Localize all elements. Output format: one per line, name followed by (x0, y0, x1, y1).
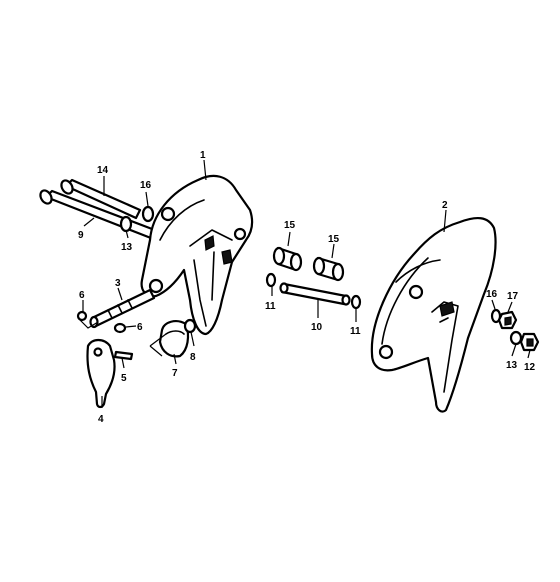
callout-13-right: 13 (506, 360, 518, 371)
callout-7: 7 (172, 368, 178, 379)
callout-14: 14 (97, 165, 109, 176)
part-11-washer-left (265, 272, 277, 288)
part-2-bracket (370, 216, 497, 413)
callout-16-left: 16 (140, 180, 152, 191)
part-3-pin (89, 288, 156, 329)
callout-6-upper: 6 (79, 290, 85, 301)
callout-4: 4 (98, 414, 104, 425)
callout-8: 8 (190, 352, 196, 363)
part-6-washer-lower (113, 322, 127, 334)
part-17-nut (497, 310, 518, 330)
callout-1: 1 (200, 150, 206, 161)
part-16-washer-left (141, 205, 155, 223)
leader-lines (77, 159, 531, 408)
callout-6-lower: 6 (137, 322, 143, 333)
part-6-washer-upper (76, 310, 88, 322)
part-13-washer-left (119, 215, 133, 233)
part-10-shaft (279, 282, 351, 306)
part-15-bushing-left (272, 246, 303, 272)
callout-13-left: 13 (121, 242, 133, 253)
part-5-pin (113, 350, 134, 361)
part-14-bolt (60, 178, 142, 220)
part-4-lever (86, 338, 116, 409)
part-7-block (158, 320, 190, 358)
callout-2: 2 (442, 200, 448, 211)
callout-12: 12 (524, 362, 536, 373)
part-8-washer (183, 318, 197, 334)
callout-16-right: 16 (486, 289, 498, 300)
part-15-bushing-right (312, 256, 345, 282)
callout-3: 3 (115, 278, 121, 289)
callout-17: 17 (507, 291, 519, 302)
part-12-nut (519, 332, 540, 352)
callout-labels: 1 2 3 4 5 6 6 7 8 9 10 11 11 12 13 13 14… (78, 150, 536, 425)
callout-5: 5 (121, 373, 127, 384)
callout-9: 9 (78, 230, 84, 241)
callout-11-left: 11 (265, 301, 276, 312)
callout-15-left: 15 (284, 220, 296, 231)
part-11-washer-right (350, 294, 362, 310)
callout-10: 10 (311, 322, 323, 333)
part-13-washer-right (509, 330, 523, 346)
callout-11-right: 11 (350, 326, 361, 337)
callout-15-right: 15 (328, 234, 340, 245)
part-1-bracket (140, 174, 254, 336)
